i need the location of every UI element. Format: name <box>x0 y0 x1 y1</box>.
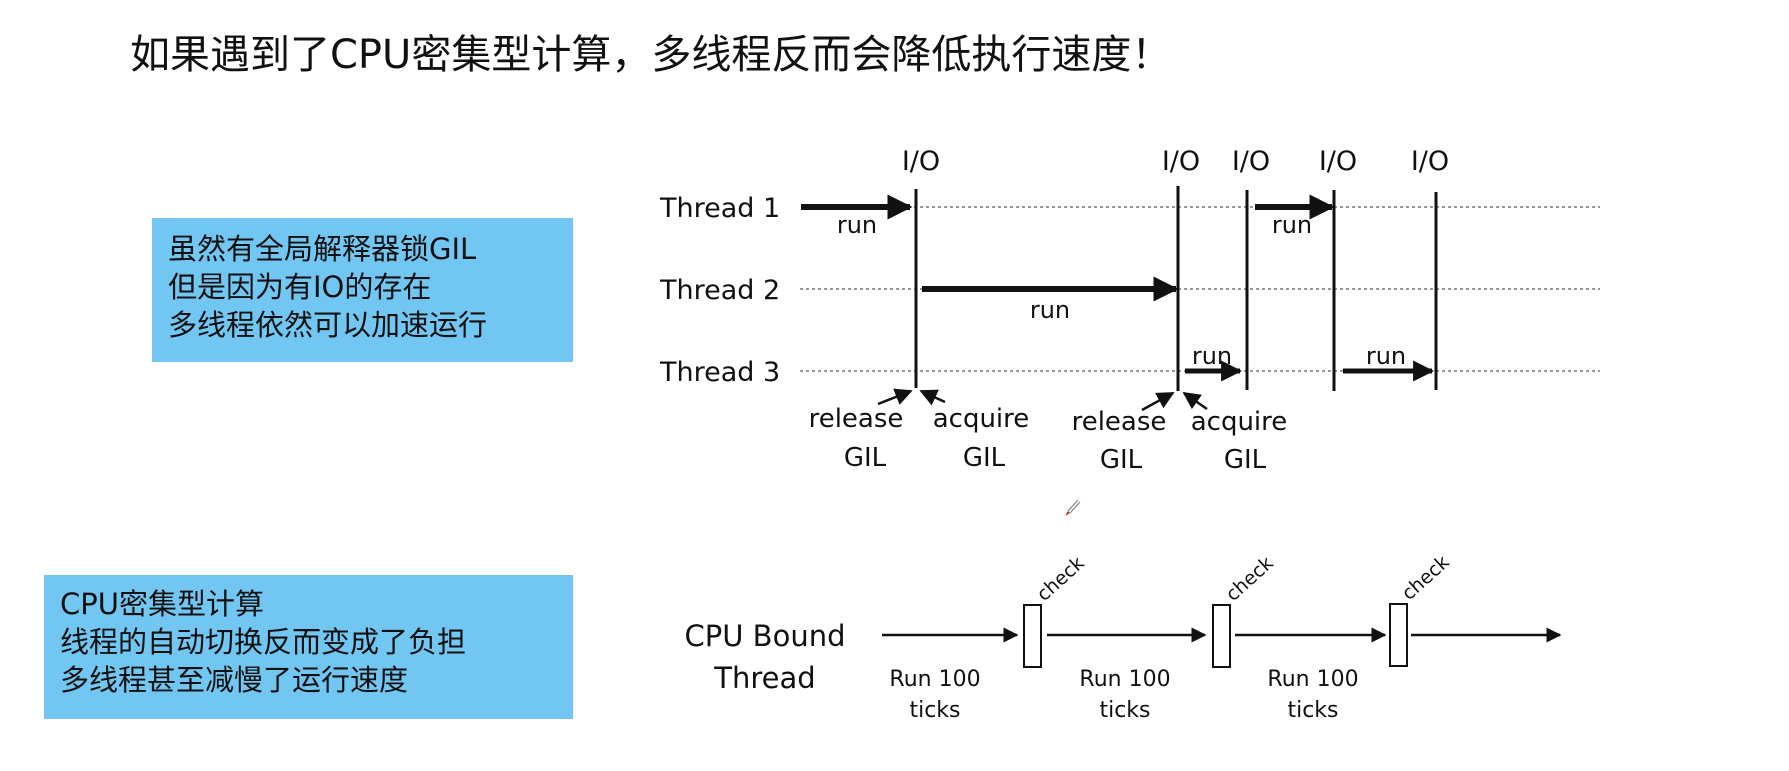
check-label: check <box>1033 552 1089 606</box>
run-label: run <box>837 211 877 239</box>
run-ticks-label: ticks <box>909 698 960 723</box>
run-ticks-label: Run 100 <box>889 667 980 692</box>
slide-title: 如果遇到了CPU密集型计算，多线程反而会降低执行速度！ <box>130 32 1172 78</box>
thread-label: Thread 3 <box>659 357 780 388</box>
cpu-bound-diagram: CPU Bound Thread check check check Run 1… <box>685 551 1562 723</box>
cpu-thread-label: Thread <box>713 661 815 695</box>
acquire-gil-arrow <box>919 389 946 406</box>
check-box <box>1212 604 1231 668</box>
cpu-thread-label: CPU Bound <box>685 619 846 653</box>
release-gil-arrow <box>1141 391 1175 412</box>
pen-cursor-icon <box>1065 499 1081 516</box>
check-box <box>1389 603 1408 667</box>
io-label: I/O <box>902 146 940 177</box>
io-note-box: 虽然有全局解释器锁GIL 但是因为有IO的存在 多线程依然可以加速运行 <box>152 218 573 362</box>
release-gil-label: GIL <box>844 443 887 473</box>
run-label: run <box>1272 211 1312 239</box>
release-gil-arrow <box>877 388 913 406</box>
io-label: I/O <box>1162 146 1200 177</box>
acquire-gil-arrow <box>1182 391 1208 411</box>
acquire-gil-label: acquire <box>933 404 1030 434</box>
io-note-line: 但是因为有IO的存在 <box>168 270 432 304</box>
run-ticks-label: Run 100 <box>1079 667 1170 692</box>
cpu-note-line: 线程的自动切换反而变成了负担 <box>60 625 467 659</box>
io-diagram: Thread 1 Thread 2 Thread 3 I/O I/O I/O I… <box>659 146 1600 475</box>
cpu-note-line: 多线程甚至减慢了运行速度 <box>60 663 409 697</box>
release-gil-label: release <box>1072 407 1167 437</box>
thread-label: Thread 1 <box>659 193 780 224</box>
release-gil-label: GIL <box>1100 445 1143 475</box>
acquire-gil-label: acquire <box>1191 407 1288 437</box>
run-label: run <box>1030 296 1070 324</box>
check-label: check <box>1222 552 1278 606</box>
run-ticks-label: ticks <box>1099 698 1150 723</box>
cpu-note-box: CPU密集型计算 线程的自动切换反而变成了负担 多线程甚至减慢了运行速度 <box>44 575 573 719</box>
run-label: run <box>1366 342 1406 370</box>
run-label: run <box>1192 342 1232 370</box>
cpu-note-line: CPU密集型计算 <box>60 587 264 621</box>
release-gil-label: release <box>809 404 904 434</box>
thread-label: Thread 2 <box>659 275 780 306</box>
io-note-line: 虽然有全局解释器锁GIL <box>168 232 477 266</box>
run-ticks-label: ticks <box>1287 698 1338 723</box>
io-label: I/O <box>1411 146 1449 177</box>
check-box <box>1023 604 1042 668</box>
check-label: check <box>1398 551 1454 605</box>
io-label: I/O <box>1232 146 1270 177</box>
acquire-gil-label: GIL <box>963 443 1006 473</box>
io-label: I/O <box>1319 146 1357 177</box>
acquire-gil-label: GIL <box>1224 445 1267 475</box>
run-ticks-label: Run 100 <box>1267 667 1358 692</box>
io-note-line: 多线程依然可以加速运行 <box>168 308 488 342</box>
